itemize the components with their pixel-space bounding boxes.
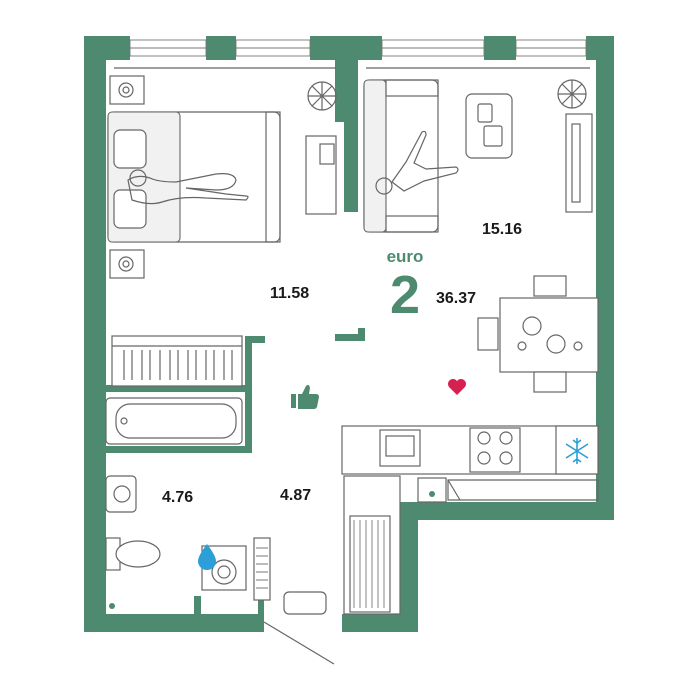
tv-stand bbox=[565, 113, 593, 213]
walls bbox=[84, 36, 614, 632]
total-area: 36.37 bbox=[436, 290, 476, 307]
living-furniture bbox=[341, 79, 599, 503]
chair-left bbox=[477, 317, 499, 351]
doormat bbox=[283, 591, 327, 615]
bedroom-furniture bbox=[107, 75, 337, 387]
thumbs-up-icon bbox=[291, 384, 319, 409]
bathroom-furniture bbox=[105, 397, 271, 609]
area-hall: 4.87 bbox=[280, 487, 311, 504]
snowflake-icon bbox=[565, 438, 589, 464]
bathtub bbox=[105, 397, 243, 445]
area-bedroom: 11.58 bbox=[270, 285, 309, 302]
area-living-kitchen: 15.16 bbox=[482, 221, 522, 238]
water-drop-icon bbox=[198, 544, 216, 570]
area-bathroom: 4.76 bbox=[162, 489, 193, 506]
windows bbox=[129, 39, 587, 57]
toilet-bowl bbox=[115, 540, 161, 568]
plant-icon bbox=[557, 79, 587, 109]
cooktop bbox=[469, 427, 521, 473]
rooms-count: 2 bbox=[390, 265, 420, 325]
chair-bottom bbox=[533, 371, 567, 393]
towel-rail bbox=[253, 537, 271, 601]
sink bbox=[105, 475, 137, 513]
plant-icon bbox=[307, 81, 337, 111]
hall-furniture bbox=[263, 475, 401, 665]
entrance-door-swing bbox=[263, 621, 335, 665]
heart-icon bbox=[448, 379, 466, 395]
wardrobe bbox=[111, 335, 243, 387]
chair-top bbox=[533, 275, 567, 297]
type-label: euro bbox=[387, 247, 424, 266]
dining-table bbox=[499, 297, 599, 373]
nightstand-bottom bbox=[109, 249, 145, 279]
dresser bbox=[305, 135, 337, 215]
nightstand-top bbox=[109, 75, 145, 105]
